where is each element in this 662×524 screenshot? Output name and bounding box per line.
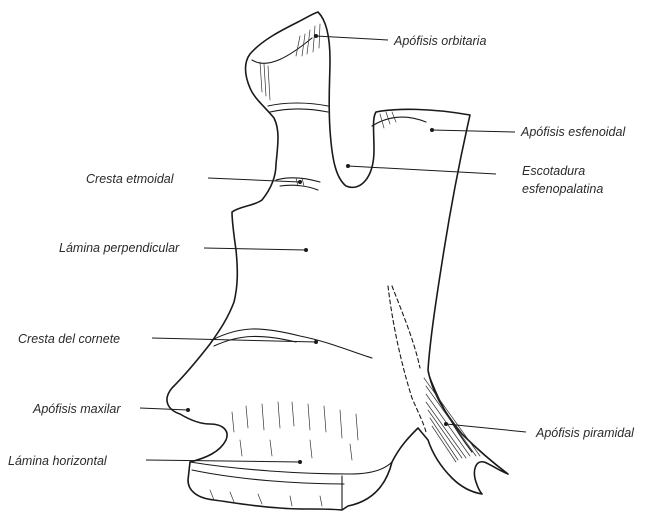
dot-lamina-perpendicular xyxy=(304,248,308,252)
label-apofisis-esfenoidal: Apófisis esfenoidal xyxy=(520,125,626,139)
label-cresta-etmoidal: Cresta etmoidal xyxy=(86,172,175,186)
label-lamina-perpendicular: Lámina perpendicular xyxy=(59,241,180,255)
bone-outline xyxy=(167,12,508,510)
label-apofisis-piramidal: Apófisis piramidal xyxy=(535,426,635,440)
label-apofisis-maxilar: Apófisis maxilar xyxy=(32,402,121,416)
dot-apofisis-maxilar xyxy=(186,408,190,412)
label-cresta-cornete: Cresta del cornete xyxy=(18,332,120,346)
dot-escotadura xyxy=(346,164,350,168)
label-escotadura-line2: esfenopalatina xyxy=(522,182,603,196)
dot-apofisis-esfenoidal xyxy=(430,128,434,132)
dot-apofisis-piramidal xyxy=(444,422,448,426)
dot-lamina-horizontal xyxy=(298,460,302,464)
dot-cresta-etmoidal xyxy=(298,180,302,184)
label-apofisis-orbitaria: Apófisis orbitaria xyxy=(393,34,486,48)
palatine-bone-drawing xyxy=(167,12,508,510)
dot-apofisis-orbitaria xyxy=(314,34,318,38)
label-escotadura-line1: Escotadura xyxy=(522,164,585,178)
dot-cresta-cornete xyxy=(314,340,318,344)
label-lamina-horizontal: Lámina horizontal xyxy=(8,454,108,468)
